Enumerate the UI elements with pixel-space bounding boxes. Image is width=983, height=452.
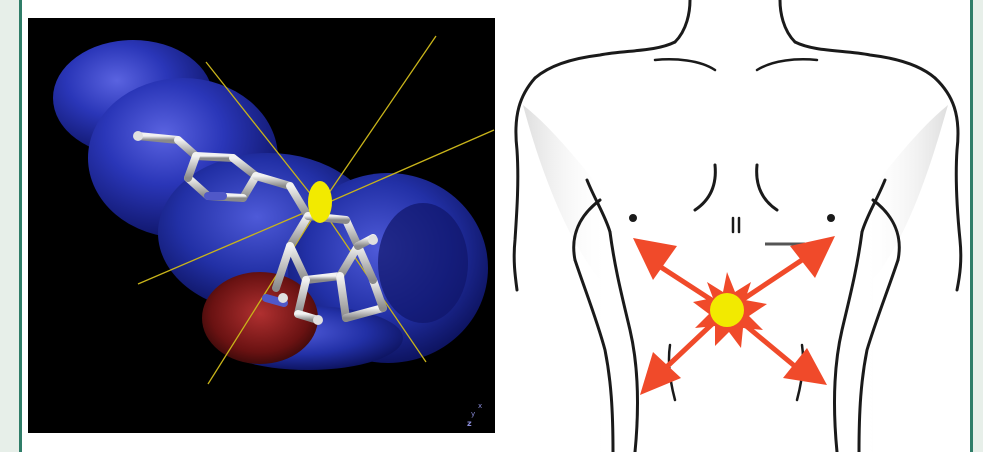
- molecule-surface-image: x y z: [28, 18, 495, 433]
- right-nipple: [827, 214, 835, 222]
- pharmacophore-marker: [308, 181, 332, 223]
- axis-label-z: z: [467, 419, 472, 428]
- molecule-svg: [28, 18, 495, 433]
- left-nipple: [629, 214, 637, 222]
- left-border-frame: [0, 0, 22, 452]
- axis-label-x: x: [478, 402, 482, 410]
- torso-svg: [505, 0, 967, 452]
- right-border-frame: [970, 0, 983, 452]
- torso-diagram: [505, 0, 967, 452]
- axis-label-y: y: [471, 410, 475, 418]
